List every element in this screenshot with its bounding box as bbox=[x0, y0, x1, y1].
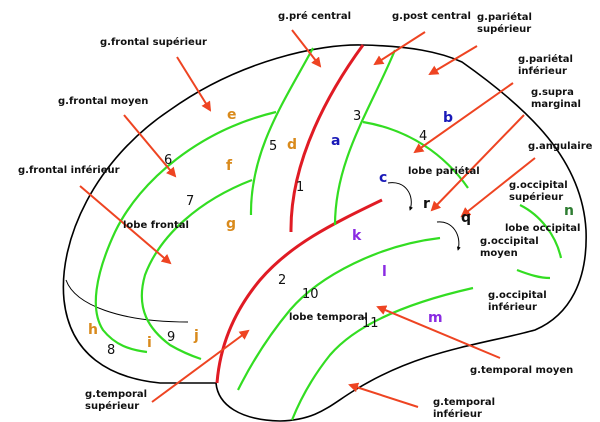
curved-arrow-q bbox=[436, 221, 461, 251]
gyrus-letter-d: d bbox=[287, 137, 298, 153]
sulcus-number-8: 8 bbox=[107, 343, 116, 358]
gyrus-letter-b: b bbox=[443, 110, 454, 126]
postcentral-sulcus bbox=[333, 49, 397, 226]
arrow-frontal-inf bbox=[79, 185, 172, 265]
arrow-temporal-sup bbox=[151, 329, 250, 403]
label-lobe-occipital: lobe occipital bbox=[505, 223, 581, 234]
gyrus-letter-r: r bbox=[423, 196, 430, 212]
gyrus-letter-n: n bbox=[564, 203, 574, 219]
label-g-frontal-inf: g.frontal inférieur bbox=[18, 165, 120, 176]
occipital-sulcus-upper bbox=[519, 204, 563, 259]
label-g-pre-central: g.pré central bbox=[278, 11, 352, 22]
arrow-temporal-inf bbox=[348, 382, 419, 408]
sulcus-number-4: 4 bbox=[419, 129, 428, 144]
superior-temporal-sulcus bbox=[237, 236, 441, 391]
arrow-supra-marginal bbox=[430, 114, 525, 212]
sulcus-number-9: 9 bbox=[167, 330, 176, 345]
curved-arrow-r bbox=[387, 182, 413, 211]
label-g-frontal-moyen: g.frontal moyen bbox=[58, 96, 149, 107]
gyrus-letter-e: e bbox=[227, 107, 237, 123]
sulcus-number-10: 10 bbox=[302, 287, 319, 302]
sulcus-number-6: 6 bbox=[164, 153, 173, 168]
arrow-pre-central bbox=[291, 29, 322, 68]
arrow-post-central bbox=[373, 31, 426, 66]
precentral-sulcus bbox=[249, 47, 314, 216]
label-g-frontal-sup: g.frontal supérieur bbox=[100, 37, 207, 48]
arrow-angulaire bbox=[460, 157, 536, 218]
gyrus-letter-h: h bbox=[88, 322, 98, 338]
arrow-parietal-sup bbox=[428, 45, 478, 76]
gyrus-letter-j: j bbox=[194, 328, 199, 344]
arrow-frontal-sup bbox=[176, 56, 212, 112]
gyrus-letter-q: q bbox=[461, 210, 472, 226]
label-lobe-parietal: lobe pariétal bbox=[408, 166, 480, 177]
label-g-angulaire: g.angulaire bbox=[528, 141, 593, 152]
gyrus-letter-g: g bbox=[226, 216, 237, 232]
gyrus-letter-l: l bbox=[382, 264, 387, 280]
gyrus-letter-k: k bbox=[352, 228, 362, 244]
lateral-fissure-line bbox=[65, 279, 189, 323]
label-lobe-frontal: lobe frontal bbox=[123, 220, 189, 231]
label-lobe-temporal: lobe temporal bbox=[289, 312, 368, 323]
sulcus-number-3: 3 bbox=[353, 109, 362, 124]
inferior-temporal-sulcus bbox=[290, 286, 474, 421]
lateral-sulcus bbox=[215, 198, 383, 384]
occipital-sulcus-lower bbox=[516, 268, 551, 280]
label-g-post-central: g.post central bbox=[392, 11, 471, 22]
arrow-temporal-moyen bbox=[376, 305, 501, 359]
gyrus-letter-m: m bbox=[428, 310, 443, 326]
sulcus-number-11: 11 bbox=[362, 316, 379, 331]
sulcus-number-2: 2 bbox=[278, 273, 287, 288]
sulcus-number-1: 1 bbox=[296, 180, 305, 195]
arrow-parietal-inf bbox=[413, 82, 514, 154]
sulcus-number-5: 5 bbox=[269, 139, 278, 154]
arrow-frontal-moyen bbox=[123, 114, 177, 178]
sulcus-number-7: 7 bbox=[186, 194, 195, 209]
label-g-temporal-moyen: g.temporal moyen bbox=[470, 365, 574, 376]
superior-frontal-sulcus bbox=[94, 110, 277, 354]
gyrus-letter-f: f bbox=[226, 158, 233, 174]
central-sulcus bbox=[289, 44, 365, 233]
inferior-frontal-sulcus bbox=[140, 178, 253, 361]
gyrus-letter-c: c bbox=[379, 170, 388, 186]
gyrus-letter-i: i bbox=[147, 335, 152, 351]
gyrus-letter-a: a bbox=[331, 133, 341, 149]
